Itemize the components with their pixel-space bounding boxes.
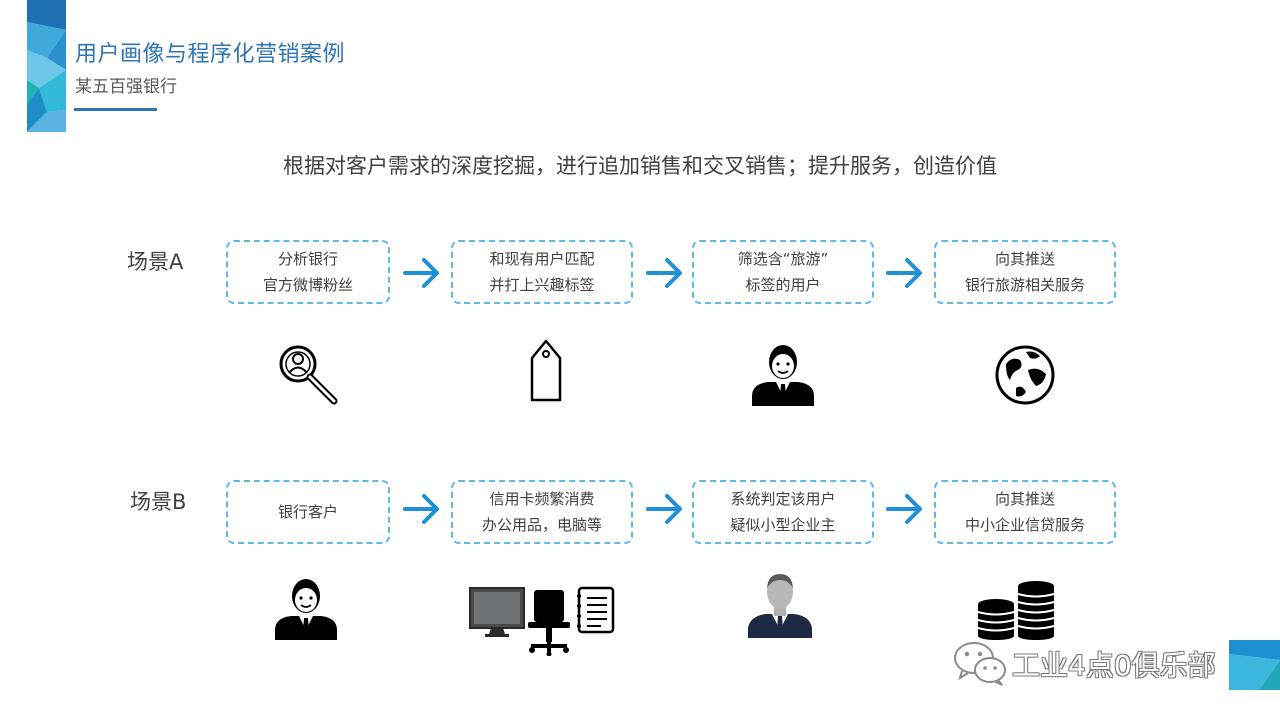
- step-line-2: 标签的用户: [745, 276, 821, 294]
- step-line-2: 中小企业信贷服务: [964, 516, 1085, 534]
- wechat-logo-icon: [954, 642, 1006, 686]
- scenario-a-label: 场景A: [127, 250, 184, 274]
- step-line-1: 向其推送: [994, 250, 1055, 268]
- step-line-1: 银行客户: [277, 503, 338, 521]
- page-subtitle: 某五百强银行: [75, 77, 177, 97]
- watermark-text: 工业4点0俱乐部: [1012, 649, 1216, 682]
- scenario-b-label: 场景B: [130, 490, 187, 514]
- arrow-right-icon: [646, 494, 682, 524]
- step-line-2: 办公用品，电脑等: [481, 516, 602, 534]
- step-line-2: 银行旅游相关服务: [964, 276, 1085, 294]
- page-title: 用户画像与程序化营销案例: [75, 42, 346, 67]
- step-line-1: 和现有用户匹配: [489, 250, 595, 268]
- scenario-a-step-2: 和现有用户匹配 并打上兴趣标签: [451, 240, 633, 304]
- magnifier-person-icon: [279, 345, 338, 405]
- tag-icon: [530, 339, 562, 402]
- arrow-right-icon: [646, 258, 682, 288]
- scenario-a-step-3: 筛选含“旅游” 标签的用户: [692, 240, 874, 304]
- step-line-1: 筛选含“旅游”: [737, 250, 829, 268]
- title-underline: [74, 108, 157, 111]
- businessman-icon: [275, 579, 337, 640]
- step-line-1: 系统判定该用户: [730, 490, 836, 508]
- scenario-b-step-3: 系统判定该用户 疑似小型企业主: [692, 480, 874, 544]
- scenario-a-step-1: 分析银行 官方微博粉丝: [226, 240, 390, 304]
- scenario-a-step-4: 向其推送 银行旅游相关服务: [934, 240, 1116, 304]
- step-line-1: 信用卡频繁消费: [489, 490, 595, 508]
- corner-decoration-top-left: [27, 0, 66, 132]
- step-line-1: 向其推送: [994, 490, 1055, 508]
- office-supplies-icon: [469, 586, 615, 656]
- arrow-right-icon: [886, 494, 922, 524]
- arrow-right-icon: [403, 258, 439, 288]
- step-line-2: 疑似小型企业主: [730, 516, 836, 534]
- business-owner-icon: [748, 574, 812, 638]
- scenario-b-step-2: 信用卡频繁消费 办公用品，电脑等: [451, 480, 633, 544]
- step-line-1: 分析银行: [277, 250, 338, 268]
- coin-stacks-icon: [977, 581, 1055, 640]
- arrow-right-icon: [886, 258, 922, 288]
- scenario-b-step-4: 向其推送 中小企业信贷服务: [934, 480, 1116, 544]
- step-line-2: 并打上兴趣标签: [489, 276, 595, 294]
- step-line-2: 官方微博粉丝: [262, 276, 353, 294]
- arrow-right-icon: [403, 494, 439, 524]
- headline-text: 根据对客户需求的深度挖掘，进行追加销售和交叉销售；提升服务，创造价值: [283, 154, 997, 178]
- scenario-b-step-1: 银行客户: [226, 480, 390, 544]
- businessman-icon: [752, 345, 814, 406]
- globe-icon: [995, 345, 1055, 405]
- corner-decoration-bottom-right: [1229, 640, 1280, 690]
